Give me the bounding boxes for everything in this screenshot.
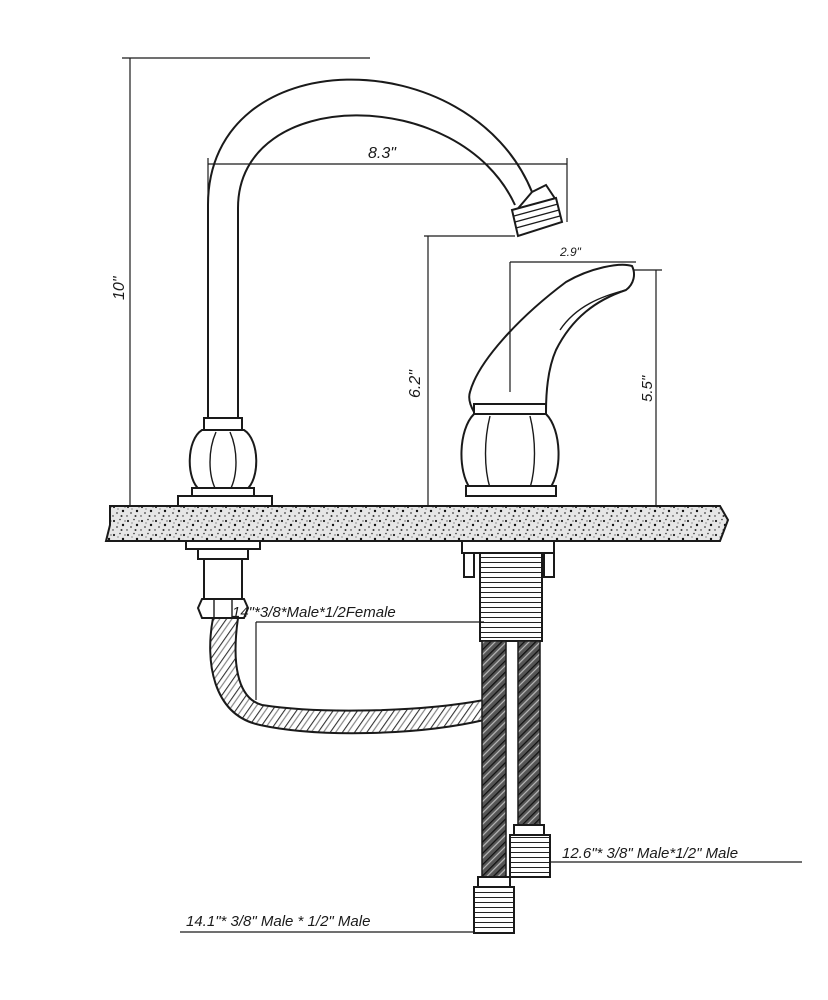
label-handle-height: 5.5" (639, 375, 656, 402)
label-total-height: 10" (111, 275, 128, 300)
supply-hose-short (509, 640, 551, 878)
label-spout-reach: 8.3" (368, 145, 397, 162)
dimension-handle-reach (509, 261, 636, 392)
dimension-spout-reach (207, 158, 568, 222)
handle-base (460, 413, 560, 497)
spout-shank (185, 540, 261, 619)
spout-hose (209, 617, 485, 735)
spout-base (177, 417, 273, 507)
dimension-handle-height (634, 269, 662, 506)
label-hose-short: 12.6"* 3/8" Male*1/2" Male (562, 845, 738, 862)
handle (468, 263, 635, 415)
leader-spout-hose (255, 621, 484, 700)
dimension-spout-height (424, 235, 515, 506)
aerator (510, 196, 564, 238)
label-handle-reach: 2.9" (559, 245, 582, 259)
spout (207, 78, 564, 426)
label-spout-hose: 14"*3/8*Male*1/2Female (232, 604, 396, 621)
handle-shank (461, 540, 555, 642)
label-hose-long: 14.1"* 3/8" Male * 1/2" Male (186, 913, 370, 930)
dimension-total-height (122, 57, 370, 507)
supply-hose-long (473, 640, 515, 934)
countertop (104, 505, 730, 542)
label-spout-height: 6.2" (407, 369, 424, 398)
